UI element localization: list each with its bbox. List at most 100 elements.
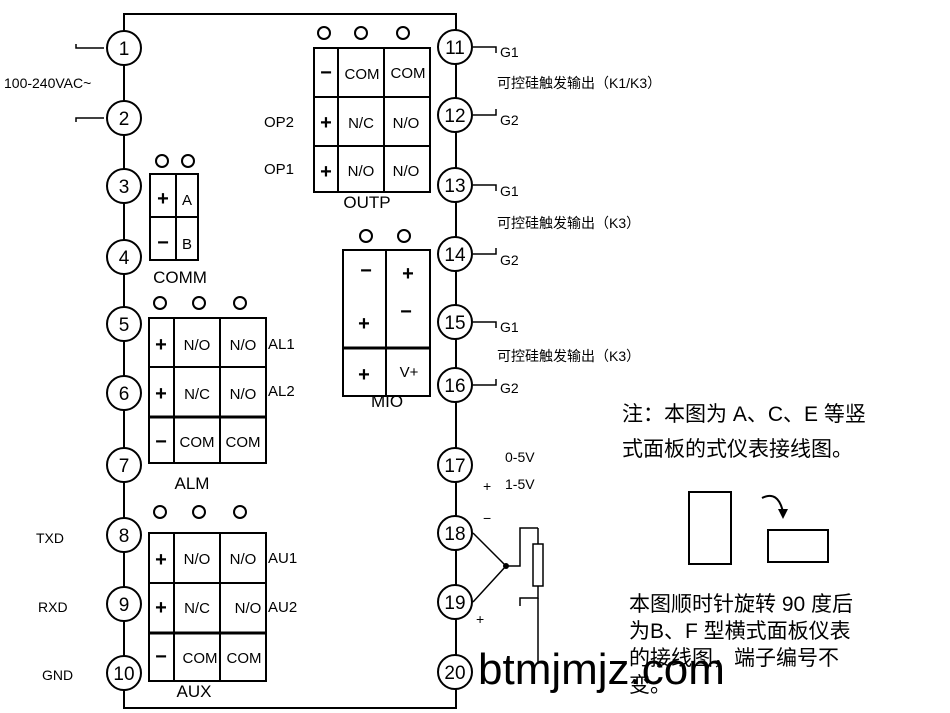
svg-text:13: 13 xyxy=(444,176,465,197)
rotate-arrow-icon xyxy=(761,494,784,513)
input-plus-17: + xyxy=(483,478,491,494)
terminal-2: 2 xyxy=(106,100,142,136)
terminal-6: 6 xyxy=(106,375,142,411)
svg-text:A: A xyxy=(182,192,192,209)
scr-output-1: 可控硅触发输出（K1/K3） xyxy=(497,75,661,91)
sensor-wiring xyxy=(472,527,544,663)
svg-text:5: 5 xyxy=(119,315,130,336)
outp-led xyxy=(317,26,331,40)
outp-module: − COM COM + N/C N/O + N/O N/O OP2 OP1 OU… xyxy=(264,26,431,212)
note-bottom-line-2: 为B、F 型横式面板仪表 xyxy=(629,620,851,643)
svg-text:COM: COM xyxy=(180,434,215,451)
alm-led xyxy=(153,296,167,310)
scr-g1-label: G1 xyxy=(500,44,519,60)
au1-label: AU1 xyxy=(268,550,297,567)
terminal-9: 9 xyxy=(106,586,142,622)
scr-g1-label: G1 xyxy=(500,183,519,199)
al2-label: AL2 xyxy=(268,383,295,400)
comm-led xyxy=(181,154,195,168)
svg-text:N/C: N/C xyxy=(184,600,210,617)
rotation-illustration xyxy=(688,491,829,565)
instrument-body xyxy=(123,13,457,709)
svg-text:14: 14 xyxy=(444,245,466,266)
terminal-12: 12 xyxy=(437,97,473,133)
terminal-14: 14 xyxy=(437,236,473,272)
sensor-junction xyxy=(503,563,509,569)
outp-title: OUTP xyxy=(343,193,390,212)
mio-led xyxy=(359,229,373,243)
mio-module: − + + − + V+ MIO xyxy=(342,229,431,411)
svg-text:+: + xyxy=(358,313,370,335)
svg-text:12: 12 xyxy=(444,106,465,127)
input-minus-18: − xyxy=(483,510,491,526)
terminal-5: 5 xyxy=(106,306,142,342)
txd-label: TXD xyxy=(36,530,64,546)
alm-led xyxy=(233,296,247,310)
svg-text:+: + xyxy=(402,263,414,285)
svg-text:+: + xyxy=(320,112,332,134)
scr-g2-label: G2 xyxy=(500,112,519,128)
svg-text:N/O: N/O xyxy=(230,337,257,354)
gnd-label: GND xyxy=(42,667,73,683)
horizontal-panel-icon xyxy=(767,529,829,563)
svg-text:COM: COM xyxy=(227,650,262,667)
terminal-18: 18 xyxy=(437,515,473,551)
svg-text:V+: V+ xyxy=(400,364,419,381)
scr-g2-label: G2 xyxy=(500,252,519,268)
svg-text:3: 3 xyxy=(119,177,130,198)
svg-text:COM: COM xyxy=(183,650,218,667)
svg-text:16: 16 xyxy=(444,376,465,397)
mio-title: MIO xyxy=(371,392,403,411)
svg-text:N/O: N/O xyxy=(235,600,262,617)
comm-title: COMM xyxy=(153,268,207,287)
note-bottom-line-4: 变。 xyxy=(629,674,671,697)
svg-text:N/C: N/C xyxy=(184,386,210,403)
terminal-11: 11 xyxy=(437,29,473,65)
note-bottom-line-1: 本图顺时针旋转 90 度后 xyxy=(629,593,853,616)
svg-text:COM: COM xyxy=(345,66,380,83)
input-0-5v-label: 0-5V xyxy=(505,449,535,465)
svg-text:COM: COM xyxy=(391,65,426,82)
outp-led xyxy=(396,26,410,40)
terminal-1: 1 xyxy=(106,30,142,66)
terminal-10: 10 xyxy=(106,655,142,691)
svg-text:+: + xyxy=(155,383,167,405)
svg-text:1: 1 xyxy=(119,39,130,60)
note-bottom-line-3: 的接线图，端子编号不 xyxy=(629,647,839,670)
svg-text:10: 10 xyxy=(113,664,134,685)
right-terminals: 11 12 13 14 15 16 17 18 19 20 xyxy=(437,29,473,690)
note-top-line-1: 注：本图为 A、C、E 等竖 xyxy=(622,403,866,426)
svg-text:+: + xyxy=(157,188,169,210)
op2-label: OP2 xyxy=(264,114,294,131)
svg-text:N/O: N/O xyxy=(393,163,420,180)
au2-label: AU2 xyxy=(268,599,297,616)
aux-led xyxy=(192,505,206,519)
terminal-17: 17 xyxy=(437,447,473,483)
svg-text:+: + xyxy=(155,549,167,571)
svg-text:B: B xyxy=(182,236,192,253)
svg-text:+: + xyxy=(358,364,370,386)
al1-label: AL1 xyxy=(268,336,295,353)
svg-text:11: 11 xyxy=(445,38,465,59)
op1-label: OP1 xyxy=(264,161,294,178)
power-wiring xyxy=(75,44,104,122)
svg-text:15: 15 xyxy=(444,313,465,334)
input-1-5v-label: 1-5V xyxy=(505,476,535,492)
note-top-line-2: 式面板的式仪表接线图。 xyxy=(622,438,853,461)
aux-led xyxy=(153,505,167,519)
comm-module: + A − B COMM xyxy=(149,154,207,287)
left-terminals: 1 2 3 4 5 6 7 8 9 10 xyxy=(106,30,142,691)
svg-text:−: − xyxy=(155,646,167,668)
svg-text:+: + xyxy=(155,334,167,356)
vertical-panel-icon xyxy=(688,491,732,565)
aux-led xyxy=(233,505,247,519)
svg-text:N/O: N/O xyxy=(230,386,257,403)
svg-text:19: 19 xyxy=(444,593,465,614)
svg-text:−: − xyxy=(320,62,332,84)
svg-text:6: 6 xyxy=(119,384,130,405)
watermark: btmjmjz.com xyxy=(478,645,725,694)
svg-text:COM: COM xyxy=(226,434,261,451)
svg-text:N/O: N/O xyxy=(393,115,420,132)
terminal-4: 4 xyxy=(106,239,142,275)
outp-led xyxy=(354,26,368,40)
